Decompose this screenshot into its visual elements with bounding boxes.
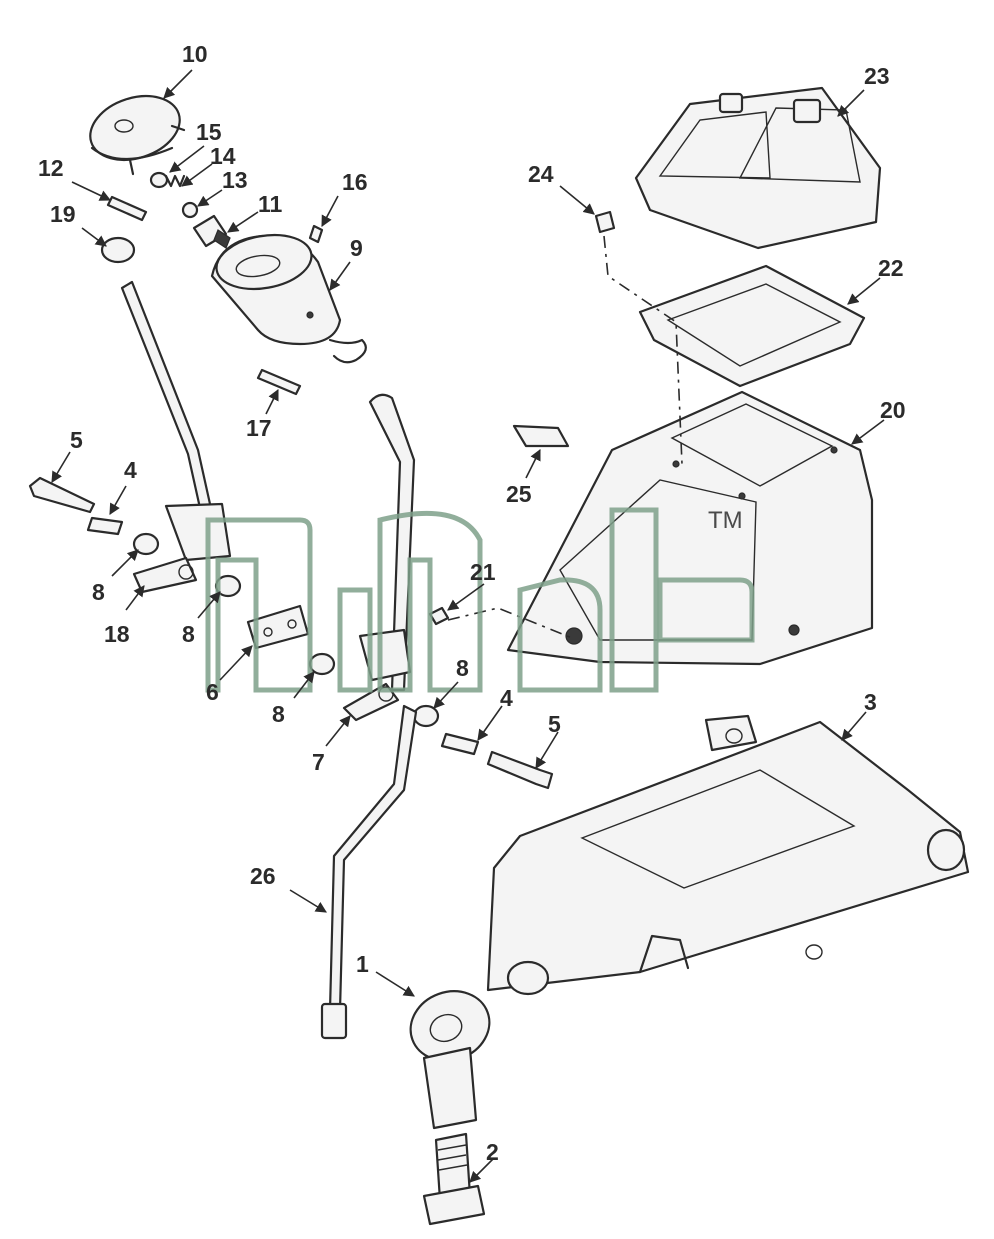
part-26-rod <box>320 704 418 1040</box>
part-10-knob <box>89 95 186 176</box>
callout-labels: 10 15 14 13 12 11 16 19 9 17 5 4 8 18 8 … <box>38 41 906 1165</box>
part-9-housing <box>210 233 367 364</box>
part-25-label <box>512 424 570 448</box>
callout-15: 15 <box>196 119 222 145</box>
callout-13: 13 <box>222 167 248 193</box>
part-8-bushing-c <box>308 652 336 676</box>
callout-12: 12 <box>38 155 64 181</box>
part-14-spring <box>164 174 186 188</box>
part-12-pin <box>106 195 148 222</box>
part-19-cap <box>100 236 136 264</box>
part-24-screw <box>594 210 616 234</box>
callout-2: 2 <box>486 1139 499 1165</box>
part-5-bolt-right <box>486 750 554 790</box>
part-13-ball <box>181 201 199 219</box>
part-8-bushing-a <box>132 532 160 556</box>
part-16-screw <box>308 224 324 244</box>
callout-18: 18 <box>104 621 130 647</box>
callout-23: 23 <box>864 63 890 89</box>
assembly-line-top <box>603 235 683 465</box>
callout-25: 25 <box>506 481 532 507</box>
callout-26: 26 <box>250 863 276 889</box>
callout-9: 9 <box>350 235 363 261</box>
callout-16: 16 <box>342 169 368 195</box>
callout-20: 20 <box>880 397 906 423</box>
part-1-rod-end <box>409 990 491 1130</box>
callout-24: 24 <box>528 161 554 187</box>
part-22-gasket <box>638 264 866 388</box>
callout-3: 3 <box>864 689 877 715</box>
callout-4-right: 4 <box>500 685 513 711</box>
watermark-logo: TM <box>205 507 755 693</box>
callout-5-right: 5 <box>548 711 561 737</box>
part-5-bolt-left <box>28 476 96 514</box>
callout-22: 22 <box>878 255 904 281</box>
part-20-housing <box>506 390 874 666</box>
callout-19: 19 <box>50 201 76 227</box>
watermark-tm: TM <box>708 507 743 534</box>
callout-6: 6 <box>206 679 219 705</box>
part-4-bushing-left <box>86 516 124 536</box>
part-11-clip <box>192 214 231 249</box>
callout-8-a: 8 <box>92 579 105 605</box>
part-2-bolt <box>422 1132 486 1226</box>
callout-17: 17 <box>246 415 272 441</box>
callout-11: 11 <box>258 191 283 217</box>
leader-lines <box>51 69 885 1183</box>
callout-5-left: 5 <box>70 427 83 453</box>
callout-14: 14 <box>210 143 236 169</box>
callout-8-b: 8 <box>182 621 195 647</box>
part-15-nut <box>149 171 169 189</box>
part-8-bushing-d <box>412 704 440 728</box>
part-23-boot <box>634 86 882 250</box>
callout-4-left: 4 <box>124 457 137 483</box>
callout-8-d: 8 <box>456 655 469 681</box>
callout-1: 1 <box>356 951 369 977</box>
part-3-base <box>486 714 970 996</box>
callout-7: 7 <box>312 749 325 775</box>
callout-8-c: 8 <box>272 701 285 727</box>
callout-10: 10 <box>182 41 208 67</box>
part-17-pin <box>256 368 302 396</box>
callout-21: 21 <box>470 559 496 585</box>
part-21-screw <box>428 606 450 626</box>
part-4-bushing-right <box>440 732 480 756</box>
